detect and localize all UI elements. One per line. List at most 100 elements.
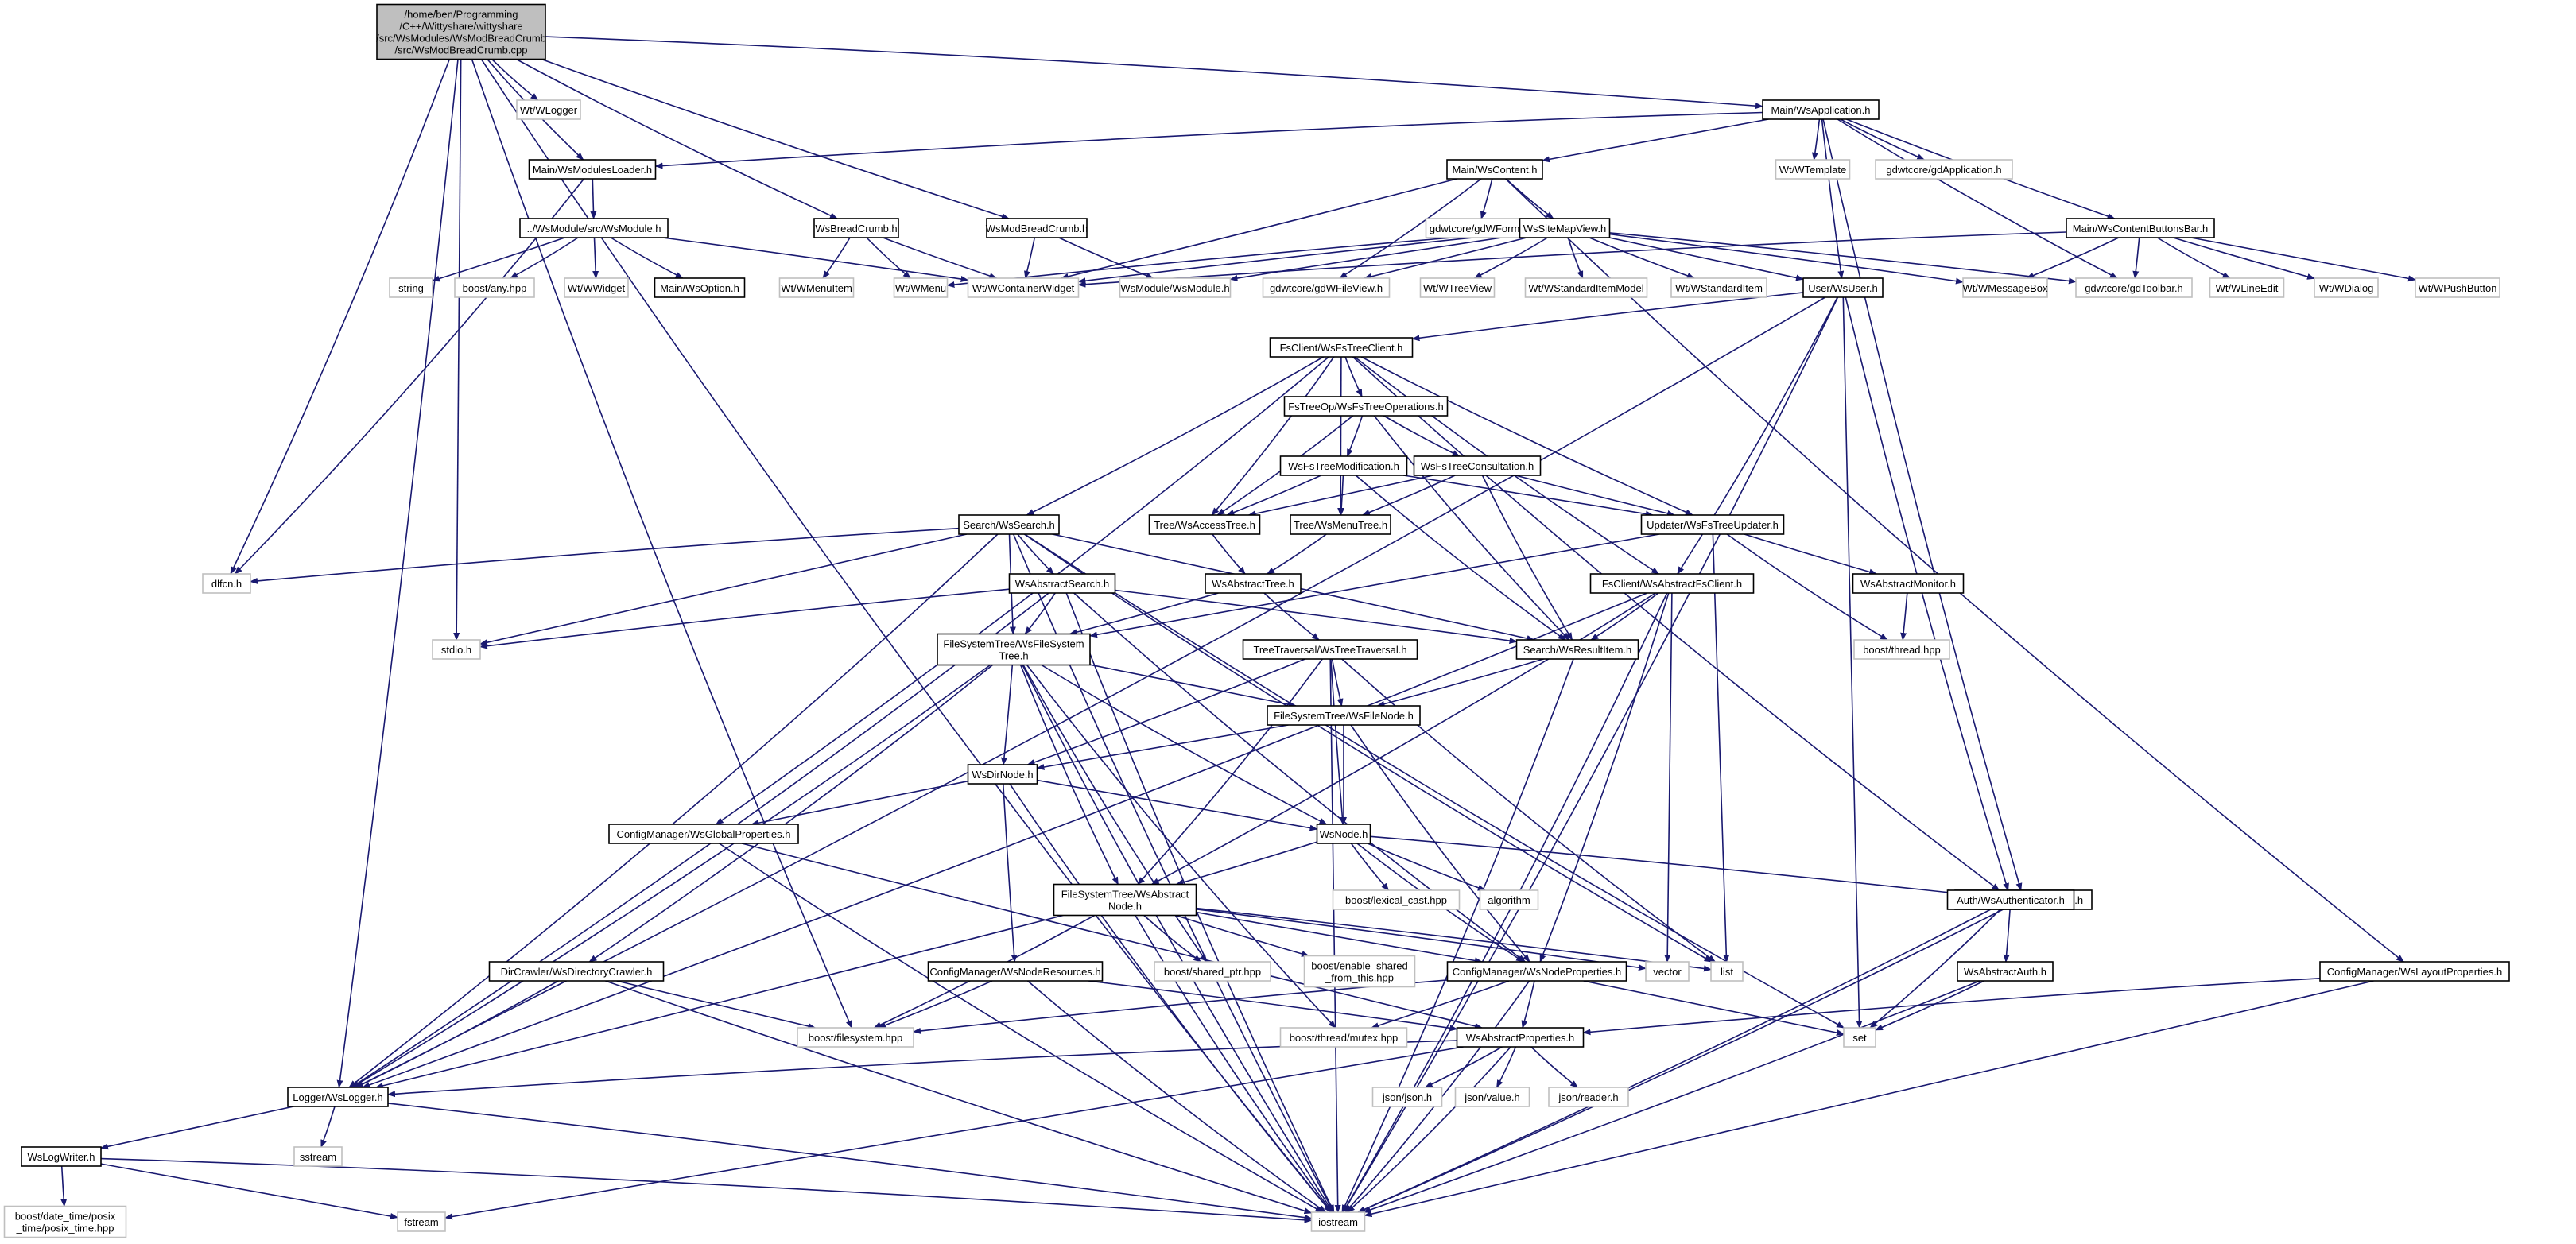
node-box — [1413, 455, 1542, 476]
node-box — [2415, 277, 2500, 298]
project-header-node[interactable]: WsFsTreeConsultation.h — [1413, 455, 1542, 476]
project-header-node[interactable]: Tree/WsAccessTree.h — [1148, 514, 1261, 535]
project-header-node[interactable]: FileSystemTree/WsFileNode.h — [1267, 705, 1421, 726]
project-header-node[interactable]: Auth/WsAuthenticator.h — [1946, 889, 2075, 910]
include-edge — [1744, 533, 1878, 575]
node-box — [1454, 1087, 1530, 1107]
node-label: Main/WsModulesLoader.h — [533, 164, 652, 176]
node-box — [967, 277, 1080, 298]
project-header-node[interactable]: WsSiteMapView.h — [1519, 218, 1611, 238]
include-edge — [1089, 664, 1297, 708]
include-edge — [1367, 843, 1486, 891]
edges-layer — [60, 36, 2416, 1223]
node-label: gdwtcore/gdApplication.h — [1886, 164, 2001, 176]
project-header-node[interactable]: WsBreadCrumb.h — [813, 218, 899, 238]
node-label: boost/shared_ptr.hpp — [1164, 966, 1261, 978]
node-box — [389, 277, 433, 298]
node-label: Wt/WStandardItemModel — [1528, 282, 1643, 294]
include-edge — [1337, 356, 1344, 516]
include-edge — [588, 664, 994, 963]
project-header-node[interactable]: FsClient/WsFsTreeClient.h — [1269, 337, 1414, 358]
project-header-node[interactable]: WsFsTreeModification.h — [1279, 455, 1408, 476]
project-header-node[interactable]: FsClient/WsAbstractFsClient.h — [1589, 573, 1755, 594]
project-header-node[interactable]: Updater/WsFsTreeUpdater.h — [1640, 514, 1785, 535]
project-header-node[interactable]: WsLogWriter.h — [21, 1146, 102, 1167]
project-header-node[interactable]: WsAbstractSearch.h — [1008, 573, 1116, 594]
include-edge — [1357, 909, 1992, 1213]
node-box — [778, 277, 855, 298]
project-header-node[interactable]: Search/WsSearch.h — [958, 514, 1060, 535]
project-header-node[interactable]: WsModBreadCrumb.h — [986, 218, 1088, 238]
project-header-node[interactable]: FsTreeOp/WsFsTreeOperations.h — [1283, 396, 1449, 417]
project-header-node[interactable]: User/WsUser.h — [1802, 277, 1884, 298]
node-label: FileSystemTree/WsAbstract — [1061, 889, 1189, 901]
external-header-node: boost/date_time/posix_time/posix_time.hp… — [3, 1205, 127, 1238]
project-header-node[interactable]: DirCrawler/WsDirectoryCrawler.h — [488, 961, 665, 982]
node-box — [1419, 277, 1496, 298]
include-edge — [822, 237, 851, 279]
include-edge — [1077, 232, 1520, 285]
node-label: boost/thread/mutex.hpp — [1290, 1032, 1399, 1044]
node-box — [958, 514, 1060, 535]
include-edge — [479, 533, 968, 646]
project-header-node[interactable]: WsAbstractMonitor.h — [1852, 573, 1965, 594]
project-header-node[interactable]: WsAbstractTree.h — [1205, 573, 1302, 594]
node-label: boost/enable_shared — [1311, 960, 1407, 972]
project-header-node[interactable]: ConfigManager/WsNodeResources.h — [927, 961, 1104, 982]
include-edge — [1211, 356, 1335, 516]
project-header-node[interactable]: WsNode.h — [1316, 824, 1371, 844]
node-box — [1008, 573, 1116, 594]
project-header-node[interactable]: Main/WsContentButtonsBar.h — [2066, 218, 2215, 238]
project-header-node[interactable]: ConfigManager/WsNodeProperties.h — [1446, 961, 1627, 982]
node-label: ConfigManager/WsNodeProperties.h — [1453, 966, 1621, 978]
project-header-node[interactable]: Main/WsModulesLoader.h — [528, 159, 657, 180]
external-header-node: gdwtcore/gdToolbar.h — [2075, 277, 2193, 298]
node-label: WsAbstractSearch.h — [1015, 578, 1110, 590]
include-edge — [471, 59, 853, 1029]
include-edge — [1355, 475, 1566, 641]
node-label: Tree.h — [999, 650, 1028, 662]
project-header-node[interactable]: ConfigManager/WsGlobalProperties.h — [608, 824, 799, 844]
node-label: Search/WsSearch.h — [963, 519, 1055, 531]
node-label: json/value.h — [1464, 1091, 1519, 1103]
node-box — [1946, 889, 2075, 910]
project-header-node[interactable]: WsAbstractProperties.h — [1456, 1027, 1585, 1048]
project-header-node[interactable]: Logger/WsLogger.h — [287, 1087, 389, 1107]
node-box — [516, 99, 581, 120]
node-box — [654, 277, 746, 298]
project-header-node[interactable]: WsAbstractAuth.h — [1957, 961, 2054, 982]
project-header-node[interactable]: Tree/WsMenuTree.h — [1290, 514, 1391, 535]
include-edge — [1496, 1046, 1517, 1088]
node-box — [1762, 99, 1880, 120]
project-header-node[interactable]: TreeTraversal/WsTreeTraversal.h — [1242, 639, 1418, 660]
external-header-node: Wt/WTreeView — [1419, 277, 1496, 298]
node-label: dlfcn.h — [211, 578, 242, 590]
node-label: Main/WsOption.h — [660, 282, 739, 294]
project-header-node[interactable]: Main/WsApplication.h — [1762, 99, 1880, 120]
project-header-node[interactable]: WsDirNode.h — [967, 764, 1038, 785]
include-edge — [1330, 658, 1346, 825]
project-header-node[interactable]: ../WsModule/src/WsModule.h — [519, 218, 669, 238]
node-box — [1310, 1211, 1366, 1232]
node-label: FileSystemTree/WsFileNode.h — [1274, 710, 1414, 722]
include-edge — [545, 36, 1763, 110]
node-box — [454, 277, 535, 298]
node-label: boost/any.hpp — [463, 282, 527, 294]
include-edge — [883, 237, 998, 279]
include-edge — [1360, 356, 1693, 516]
include-edge — [1266, 533, 1327, 575]
external-header-node: boost/filesystem.hpp — [797, 1027, 914, 1048]
root-file-node: /home/ben/Programming/C++/Wittyshare/wit… — [376, 3, 546, 60]
include-edge — [1022, 665, 1333, 1213]
include-edge — [1263, 592, 1320, 641]
node-box — [1645, 961, 1690, 982]
include-edge — [1342, 296, 1839, 1213]
project-header-node[interactable]: Main/WsOption.h — [654, 277, 746, 298]
include-edge — [1060, 178, 1457, 280]
project-header-node[interactable]: Main/WsContent.h — [1446, 159, 1543, 180]
node-box — [1205, 573, 1302, 594]
project-header-node[interactable]: ConfigManager/WsLayoutProperties.h — [2319, 961, 2510, 982]
project-header-node[interactable]: Search/WsResultItem.h — [1515, 639, 1639, 660]
